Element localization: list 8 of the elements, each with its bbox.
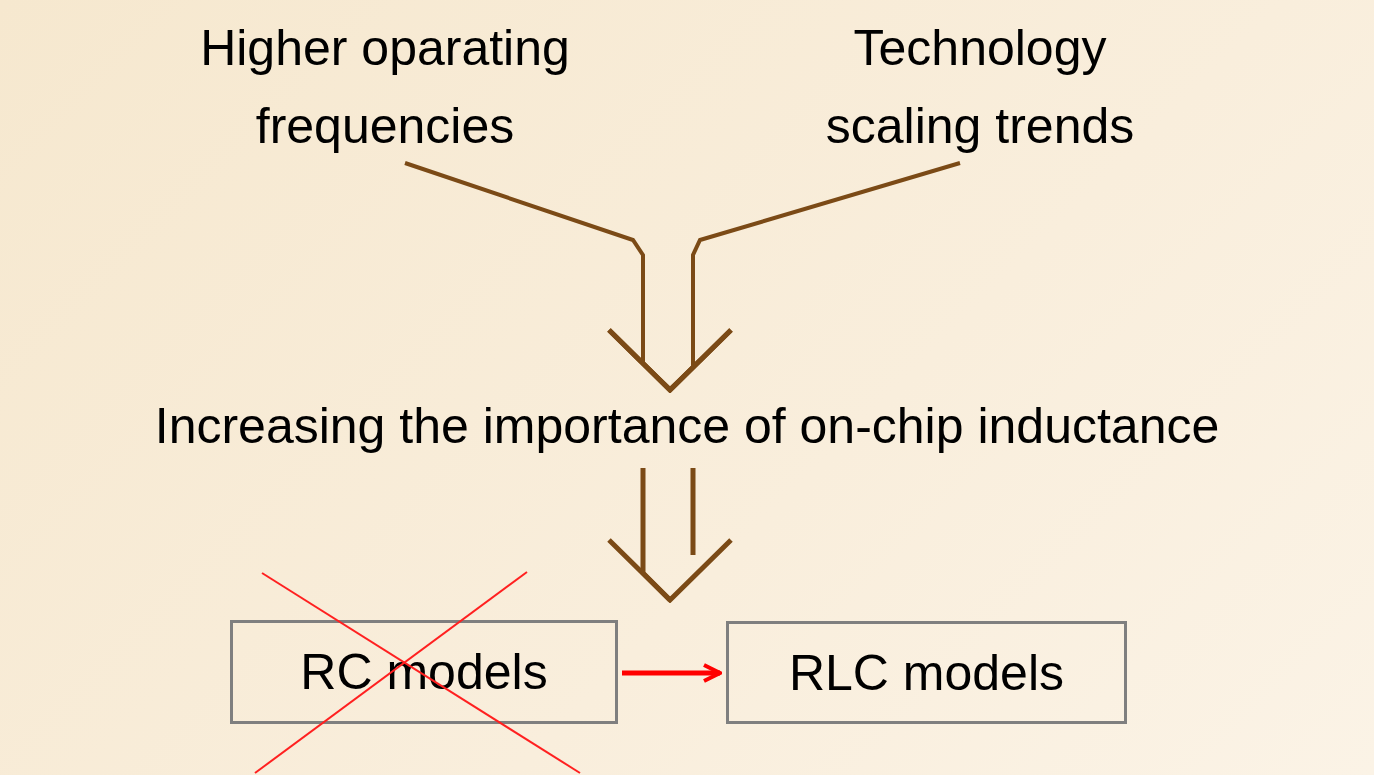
text-label: Increasing the importance of on-chip inductance: [154, 397, 1220, 456]
double-arrow-branch: [606, 161, 961, 393]
model-box: [726, 621, 1127, 724]
double-arrow: [606, 465, 734, 603]
arrow: [622, 663, 722, 683]
text-label: Higher oparating frequencies: [199, 19, 571, 156]
text-label: Technology scaling trends: [824, 19, 1136, 156]
box-label: RLC models: [788, 643, 1065, 703]
